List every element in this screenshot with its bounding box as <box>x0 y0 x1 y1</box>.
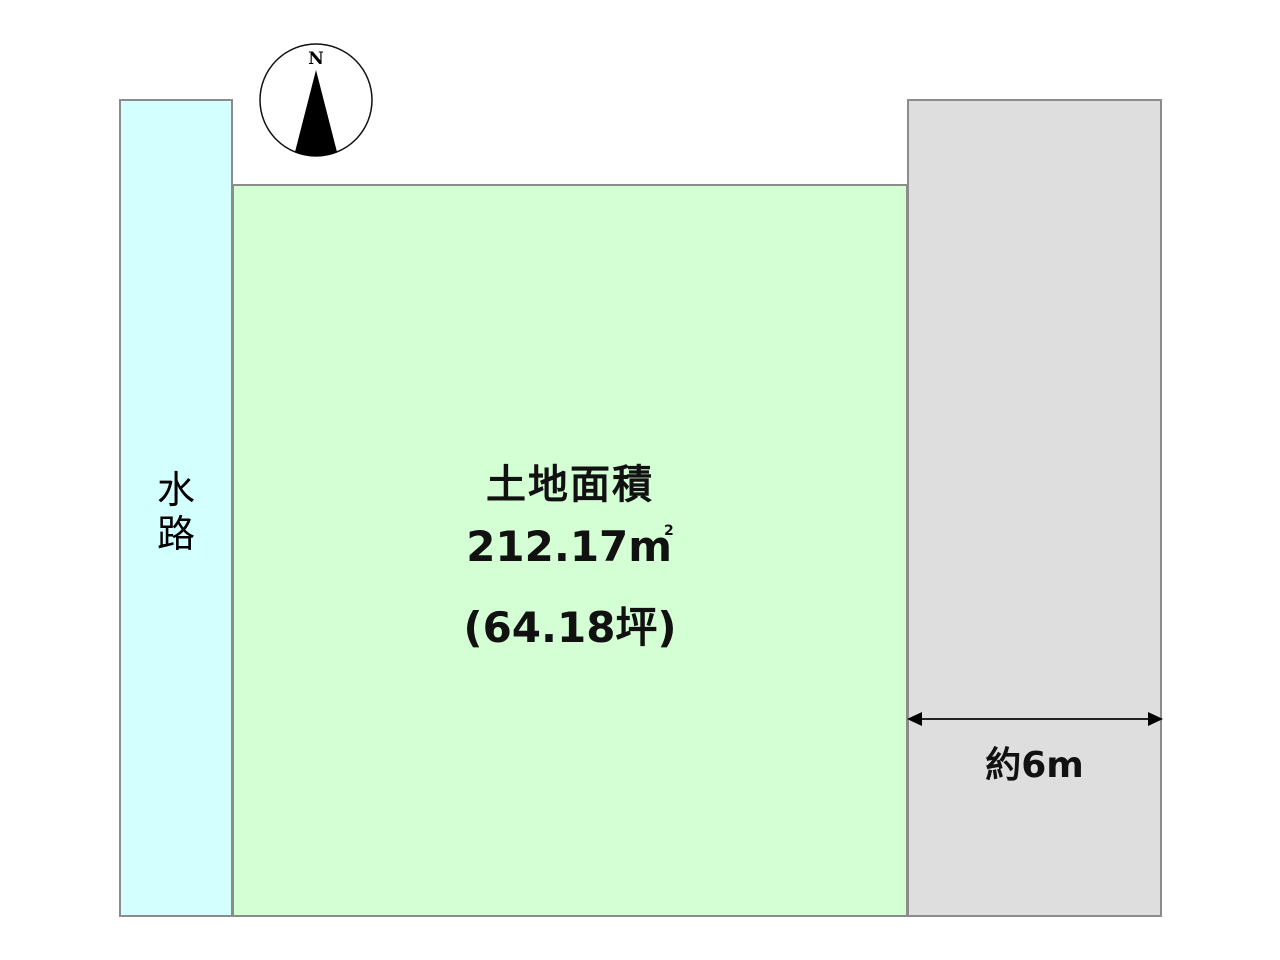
road-width-label: 約6m <box>985 745 1084 786</box>
land-area-sqm: 212.17m2 <box>232 522 908 571</box>
compass-north-letter: N <box>308 49 324 69</box>
road-region <box>907 99 1162 917</box>
land-area-value: 212.17 <box>466 522 629 571</box>
land-plot-region <box>232 184 908 917</box>
waterway-label-char-2: 路 <box>156 512 195 556</box>
waterway-region <box>119 99 233 917</box>
land-area-unit: m <box>628 522 673 571</box>
road-width-dimension-arrow-icon <box>907 712 1163 726</box>
land-area-superscript: 2 <box>664 523 674 539</box>
land-area-tsubo: (64.18坪) <box>463 603 677 652</box>
waterway-label: 水 路 <box>119 468 233 556</box>
waterway-label-char-1: 水 <box>156 468 195 512</box>
land-area-title: 土地面積 <box>486 462 654 508</box>
north-compass-icon: N <box>259 43 373 157</box>
